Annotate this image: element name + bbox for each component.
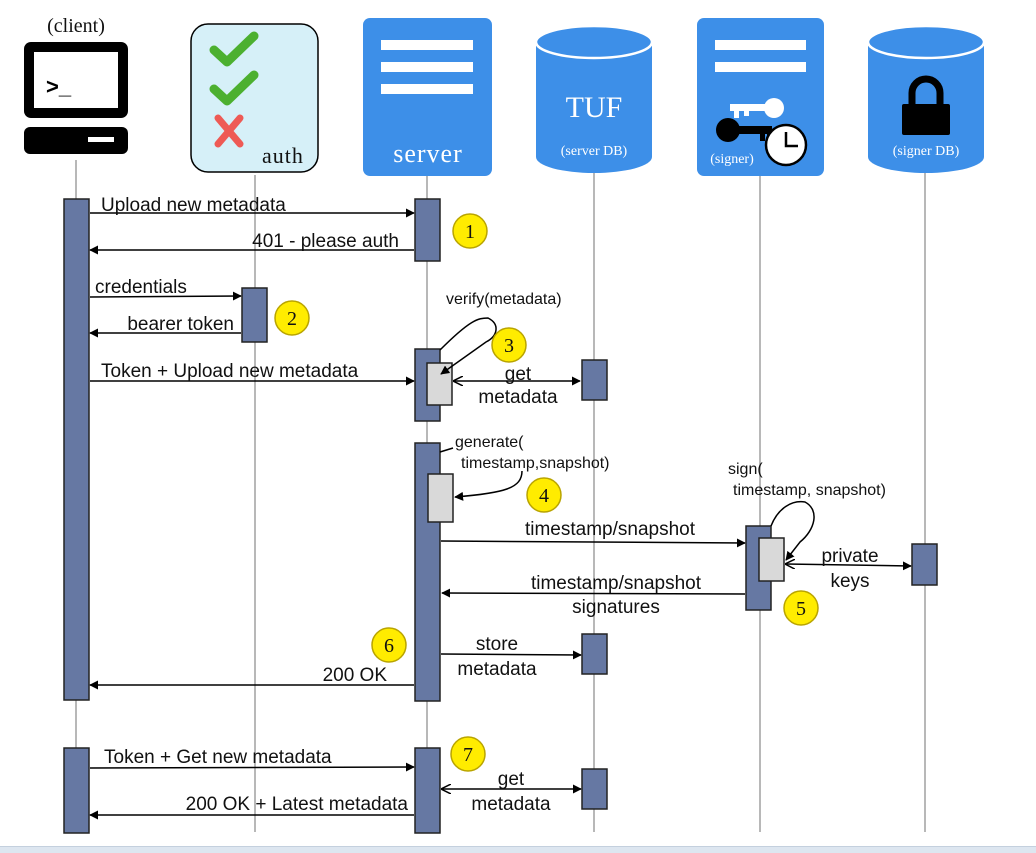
get-metadata-label: metadata bbox=[478, 387, 558, 408]
server-subactivation bbox=[427, 473, 454, 523]
participant-server-db: TUF (server DB) bbox=[534, 24, 654, 173]
server-db-activation bbox=[581, 768, 608, 810]
verify-note: verify(metadata) bbox=[446, 291, 562, 308]
step-badge-5: 5 bbox=[783, 590, 819, 626]
signer-label: (signer) bbox=[710, 152, 754, 167]
get-metadata-label: metadata bbox=[471, 794, 551, 815]
token-get-label: Token + Get new metadata bbox=[104, 747, 332, 768]
store-arrow bbox=[440, 650, 582, 660]
server-activation bbox=[414, 198, 441, 262]
keys-clock-icon bbox=[716, 98, 808, 167]
store-label: metadata bbox=[457, 659, 537, 680]
step-badge-3: 3 bbox=[491, 327, 527, 363]
server-db-activation bbox=[581, 633, 608, 675]
bottom-divider bbox=[0, 846, 1036, 853]
message-labels: Upload new metadata 401 - please auth cr… bbox=[95, 195, 879, 815]
svg-text:2: 2 bbox=[287, 308, 297, 330]
signer-db-label: (signer DB) bbox=[893, 144, 960, 159]
step-badge-7: 7 bbox=[450, 736, 486, 772]
server-activation bbox=[414, 747, 441, 834]
token-get-arrow bbox=[89, 762, 415, 772]
signatures-label: signatures bbox=[572, 597, 660, 618]
please-auth-label: 401 - please auth bbox=[252, 231, 399, 252]
participant-client: (client) >_ bbox=[24, 15, 128, 154]
step-badge-4: 4 bbox=[526, 477, 562, 513]
sign-self-arrow bbox=[770, 500, 815, 561]
message-arrows bbox=[89, 208, 911, 820]
generate-self-arrow bbox=[439, 447, 523, 497]
svg-text:5: 5 bbox=[796, 598, 806, 620]
ts-request-label: timestamp/snapshot bbox=[525, 519, 696, 540]
verify-self-arrow bbox=[439, 317, 497, 375]
ok-latest-label: 200 OK + Latest metadata bbox=[186, 794, 409, 815]
terminal-prompt: >_ bbox=[46, 74, 72, 99]
server-db-activation bbox=[581, 359, 608, 401]
svg-text:4: 4 bbox=[539, 485, 549, 507]
private-keys-arrow bbox=[786, 564, 911, 566]
signer-db-activation bbox=[911, 543, 938, 586]
signer-list-icon bbox=[715, 40, 806, 72]
server-db-label: (server DB) bbox=[561, 144, 628, 159]
generate-note: generate( bbox=[455, 434, 524, 451]
padlock-icon bbox=[902, 75, 950, 135]
database-icon bbox=[534, 24, 654, 173]
participant-auth: auth bbox=[190, 23, 319, 173]
svg-text:3: 3 bbox=[504, 335, 514, 357]
server-box bbox=[363, 18, 492, 176]
server-label: server bbox=[393, 139, 463, 168]
auth-label: auth bbox=[262, 143, 304, 168]
store-label: store bbox=[476, 634, 518, 655]
upload-label: Upload new metadata bbox=[101, 195, 286, 216]
step-badge-6: 6 bbox=[371, 627, 407, 663]
check-icon bbox=[209, 31, 259, 67]
black-key-icon bbox=[716, 118, 740, 142]
bearer-label: bearer token bbox=[127, 314, 234, 335]
credentials-arrow bbox=[89, 291, 242, 301]
svg-text:1: 1 bbox=[465, 221, 475, 243]
auth-activation bbox=[241, 287, 268, 343]
svg-text:7: 7 bbox=[463, 744, 473, 766]
ok-label: 200 OK bbox=[323, 665, 388, 686]
signer-subactivation bbox=[758, 537, 785, 582]
step-badges: 1 2 3 4 5 6 7 bbox=[274, 213, 819, 772]
generate-note: timestamp,snapshot) bbox=[461, 455, 610, 472]
ts-request-arrow bbox=[440, 538, 746, 548]
participant-signer-db: (signer DB) bbox=[866, 24, 986, 173]
activations bbox=[63, 198, 938, 834]
client-activation bbox=[63, 747, 90, 834]
svg-text:6: 6 bbox=[384, 635, 394, 657]
server-db-title: TUF bbox=[566, 91, 623, 124]
credentials-label: credentials bbox=[95, 277, 187, 298]
notes: verify(metadata) generate( timestamp,sna… bbox=[446, 291, 886, 499]
private-keys-label: keys bbox=[830, 571, 869, 592]
terminal-computer-icon bbox=[24, 42, 128, 154]
client-label: (client) bbox=[47, 15, 105, 37]
participant-signer: (signer) bbox=[697, 18, 824, 176]
checklist-icon bbox=[209, 31, 259, 148]
step-badge-2: 2 bbox=[274, 300, 310, 336]
check-icon bbox=[209, 70, 259, 106]
sign-note: sign( bbox=[728, 461, 763, 478]
signatures-arrow bbox=[441, 588, 746, 598]
cross-icon bbox=[214, 114, 244, 148]
get-metadata-label: get bbox=[505, 364, 532, 385]
token-upload-label: Token + Upload new metadata bbox=[101, 361, 359, 382]
server-list-icon bbox=[381, 40, 473, 94]
sign-note: timestamp, snapshot) bbox=[733, 482, 886, 499]
step-badge-1: 1 bbox=[452, 213, 488, 249]
signatures-label: timestamp/snapshot bbox=[531, 573, 702, 594]
get-metadata-label: get bbox=[498, 769, 525, 790]
participant-server: server bbox=[363, 18, 492, 176]
client-activation bbox=[63, 198, 90, 701]
private-keys-label: private bbox=[821, 546, 878, 567]
white-key-icon bbox=[764, 98, 784, 118]
